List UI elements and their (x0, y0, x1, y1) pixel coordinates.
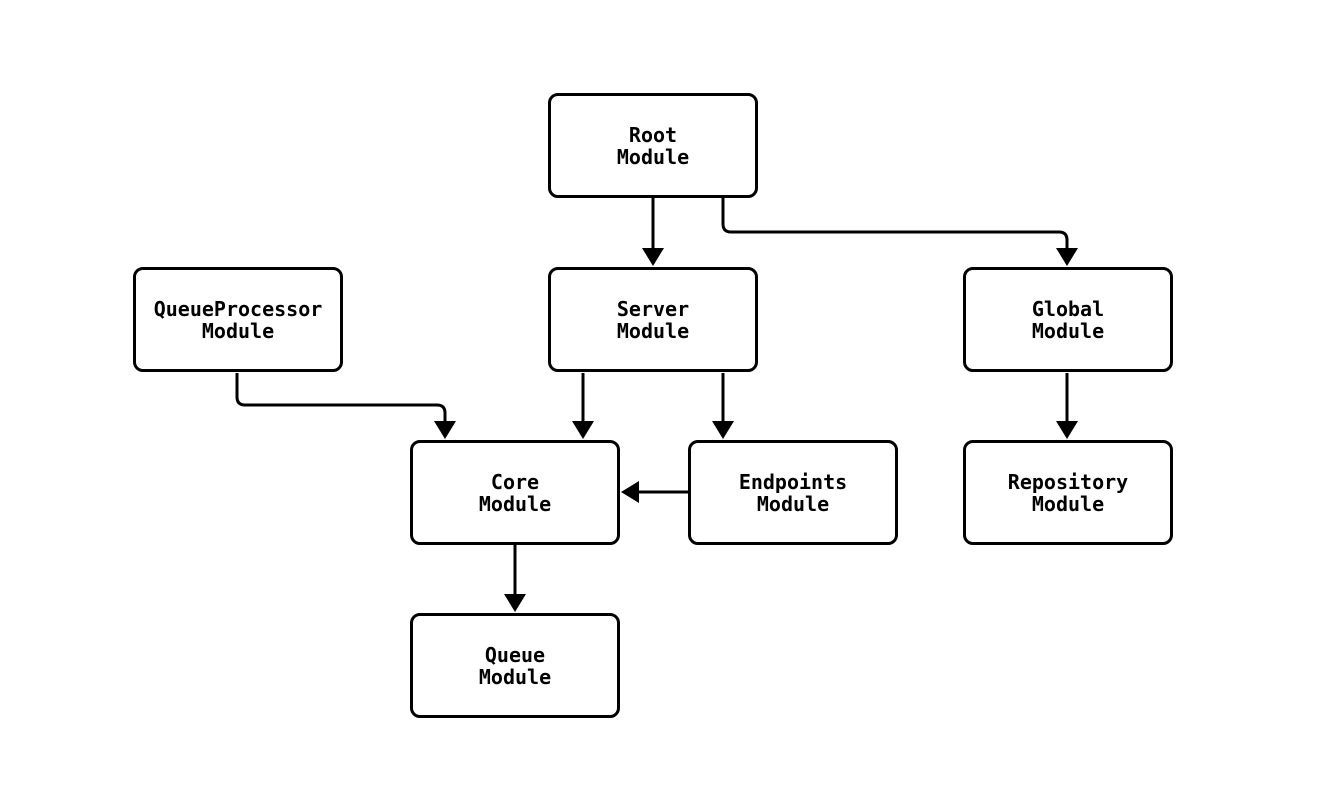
node-global-module: Global Module (963, 267, 1173, 372)
node-queueprocessor-module: QueueProcessor Module (133, 267, 343, 372)
edge-global-to-repository (1056, 373, 1078, 439)
edge-root-to-server (642, 198, 664, 266)
node-core-module: Core Module (410, 440, 620, 545)
edge-endpoints-to-core (621, 481, 688, 503)
edge-server-to-core (572, 373, 594, 439)
edge-server-to-endpoints (712, 373, 734, 439)
node-repository-module: Repository Module (963, 440, 1173, 545)
edge-core-to-queue (504, 545, 526, 612)
edge-root-to-global (721, 198, 1078, 266)
node-server-module: Server Module (548, 267, 758, 372)
node-queue-module: Queue Module (410, 613, 620, 718)
node-endpoints-module: Endpoints Module (688, 440, 898, 545)
node-root-module: Root Module (548, 93, 758, 198)
edge-queueprocessor-to-core (235, 373, 456, 439)
